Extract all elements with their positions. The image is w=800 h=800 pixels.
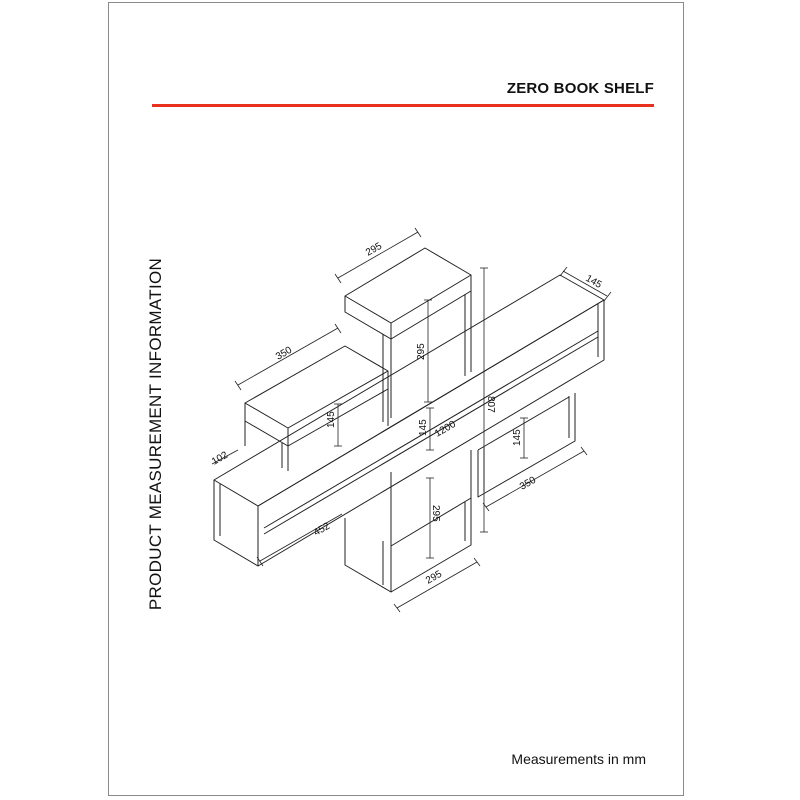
bottom-box	[344, 450, 472, 593]
dim-top-box-height: 295	[416, 343, 427, 360]
measurement-note: Measurements in mm	[511, 751, 646, 767]
dim-right-depth: 145	[584, 273, 604, 291]
dimension-labels: 295 145 350 102 145 295 145 1200 807 145…	[210, 241, 604, 587]
dim-left-box-height: 145	[326, 411, 337, 428]
dim-bottom-box-height: 295	[430, 505, 441, 522]
document-sheet	[108, 2, 684, 796]
title-underline-bar	[152, 104, 654, 107]
product-title: ZERO BOOK SHELF	[506, 80, 654, 97]
top-box	[344, 247, 472, 422]
long-shelf	[213, 274, 605, 567]
dim-right-box-height: 145	[512, 429, 523, 446]
right-box	[477, 393, 576, 498]
dim-total-height: 807	[485, 396, 496, 413]
dim-right-box-width: 350	[518, 475, 538, 493]
title-underline	[152, 104, 654, 107]
dim-top-box-width: 295	[364, 241, 384, 259]
dimension-lines	[211, 227, 612, 613]
dim-left-box-width: 350	[274, 345, 294, 363]
left-box	[244, 345, 389, 471]
dim-left-end-depth: 102	[210, 450, 230, 468]
dim-center-gap: 145	[418, 419, 429, 436]
